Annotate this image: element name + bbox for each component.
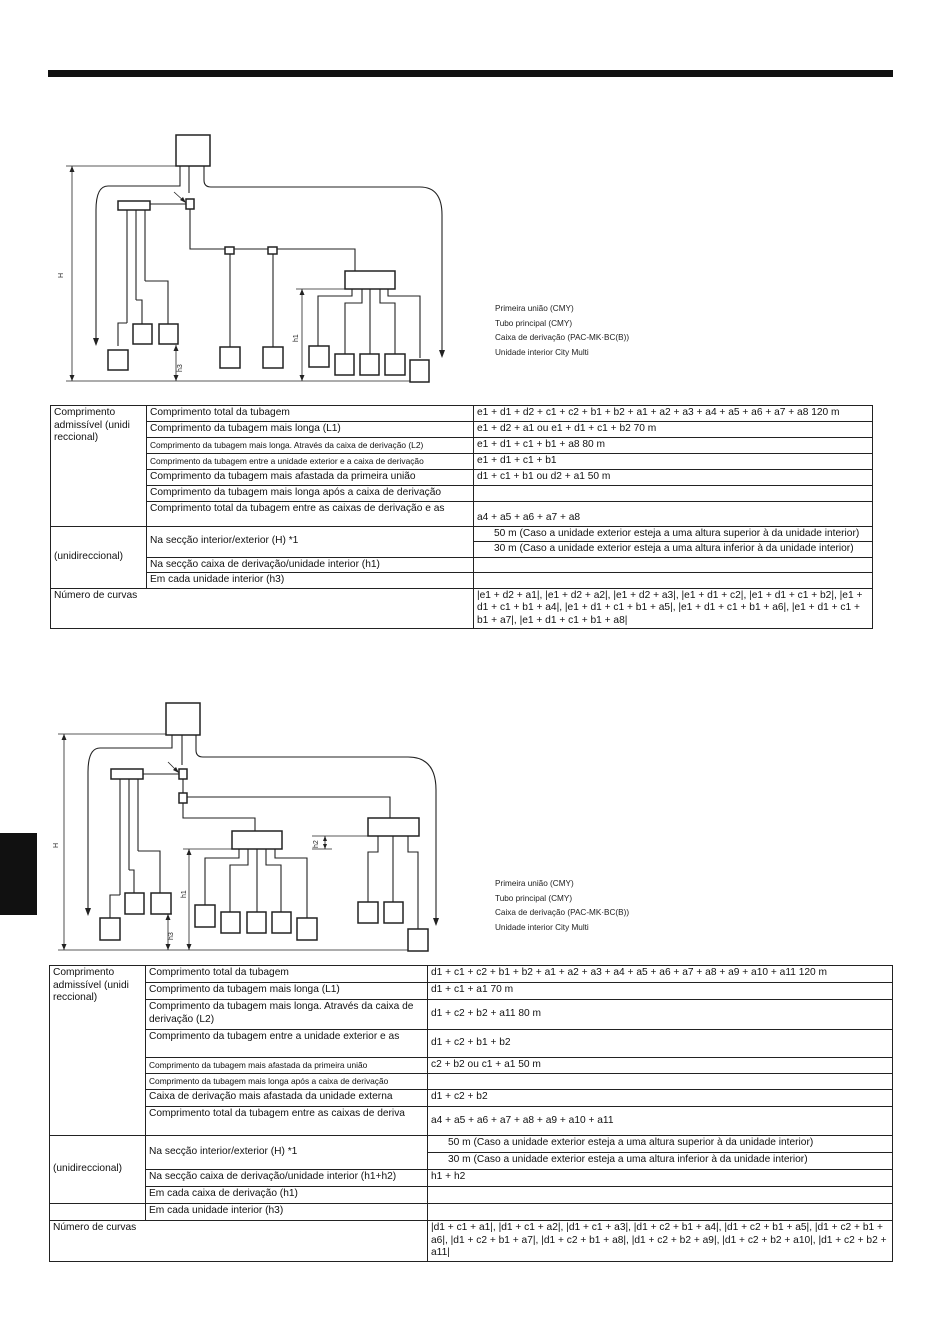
- row-value: d1 + c1 + b1 ou d2 + a1 50 m: [473, 469, 873, 486]
- indoor-unit: [220, 911, 241, 934]
- dim-h1-label: h1: [293, 334, 300, 342]
- row-value: a4 + a5 + a6 + a7 + a8: [473, 500, 873, 527]
- row-value: d1 + c1 + c2 + b1 + b2 + a1 + a2 + a3 + …: [427, 965, 893, 983]
- outdoor-unit: [175, 134, 211, 167]
- row-value: |d1 + c1 + a1|, |d1 + c1 + a2|, |d1 + c1…: [427, 1220, 893, 1262]
- indoor-unit: [150, 892, 172, 915]
- row-value: h1 + h2: [427, 1169, 893, 1187]
- indoor-unit: [357, 901, 379, 924]
- row-label: Na secção interior/exterior (H) *1: [146, 525, 474, 558]
- row-value: d1 + c2 + b2: [427, 1089, 893, 1107]
- group-length-label: Comprimento admissível (unidi reccional): [49, 965, 146, 1136]
- row-label: Comprimento total da tubagem: [145, 965, 428, 983]
- row-label: Na secção interior/exterior (H) *1: [145, 1135, 428, 1170]
- indoor-unit: [262, 346, 284, 369]
- indoor-unit: [219, 346, 241, 369]
- row-label: Comprimento total da tubagem entre as ca…: [146, 500, 474, 527]
- row-label: Comprimento da tubagem mais afastada da …: [145, 1057, 428, 1074]
- row-value: [427, 1203, 893, 1221]
- legend-item: Primeira união (CMY): [495, 304, 574, 313]
- row-label: Comprimento da tubagem entre a unidade e…: [145, 1029, 428, 1058]
- dim-h3-label: h3: [177, 364, 184, 372]
- dim-h1-label: h1: [181, 890, 188, 898]
- row-value: d1 + c2 + b2 + a11 80 m: [427, 999, 893, 1030]
- spec-table-1: Comprimento admissível (unidi reccional)…: [50, 405, 873, 629]
- indoor-unit: [296, 917, 318, 941]
- row-label: Em cada unidade interior (h3): [145, 1203, 428, 1221]
- branch-box: [367, 817, 420, 837]
- legend-item: Tubo principal (CMY): [495, 893, 573, 903]
- row-label: Comprimento da tubagem mais longa (L1): [145, 982, 428, 1000]
- spec-table-2: Comprimento admissível (unidi reccional)…: [49, 965, 893, 1262]
- row-label: Número de curvas: [50, 587, 474, 629]
- indoor-unit: [158, 323, 179, 345]
- legend-item: Caixa de derivação (PAC-MK·BC(B)): [495, 908, 630, 917]
- dim-H-label: H: [53, 843, 60, 848]
- indoor-unit: [359, 353, 380, 376]
- first-joint: [178, 768, 188, 780]
- row-label: Na secção caixa de derivação/unidade int…: [145, 1169, 428, 1187]
- legend-item: Tubo principal (CMY): [495, 318, 573, 328]
- row-label: Comprimento da tubagem mais longa após a…: [145, 1073, 428, 1090]
- dim-h2-label: h2: [313, 840, 320, 848]
- indoor-unit: [271, 911, 292, 934]
- branch-joint: [178, 792, 188, 804]
- indoor-unit: [107, 349, 129, 371]
- row-value: a4 + a5 + a6 + a7 + a8 + a9 + a10 + a11: [427, 1106, 893, 1136]
- indoor-unit: [384, 353, 406, 376]
- branch-box: [231, 830, 283, 850]
- legend-item: Caixa de derivação (PAC-MK·BC(B)): [495, 333, 630, 342]
- indoor-unit: [383, 901, 404, 924]
- outdoor-unit: [165, 702, 201, 736]
- legend-item: Primeira união (CMY): [495, 879, 574, 888]
- row-value: [427, 1186, 893, 1204]
- row-label: Caixa de derivação mais afastada da unid…: [145, 1089, 428, 1107]
- branch-header: [110, 768, 144, 780]
- row-value: d1 + c1 + a1 70 m: [427, 982, 893, 1000]
- row-value: c2 + b2 ou c1 + a1 50 m: [427, 1057, 893, 1074]
- dim-h3-label: h3: [168, 932, 175, 940]
- legend-item: Unidade interior City Multi: [495, 347, 589, 357]
- indoor-unit: [334, 353, 355, 376]
- indoor-unit: [407, 928, 429, 952]
- indoor-unit: [409, 359, 430, 383]
- row-label: Comprimento da tubagem mais longa. Atrav…: [145, 999, 428, 1030]
- section-tab: [0, 833, 37, 915]
- legend-1: Primeira união (CMY) Tubo principal (CMY…: [495, 302, 629, 360]
- row-value: [427, 1073, 893, 1090]
- row-value: 30 m (Caso a unidade exterior esteja a u…: [427, 1152, 893, 1170]
- branch-header: [117, 200, 151, 211]
- piping-diagram-1: H h1 h3: [58, 134, 445, 383]
- indoor-unit: [308, 345, 330, 368]
- group-height-label: (unidireccional): [49, 1135, 146, 1204]
- indoor-unit: [246, 911, 267, 934]
- row-label: Em cada caixa de derivação (h1): [145, 1186, 428, 1204]
- piping-diagram-2: H h2 h1: [53, 702, 439, 952]
- legend-item: Unidade interior City Multi: [495, 922, 589, 932]
- row-label: Comprimento total da tubagem entre as ca…: [145, 1106, 428, 1136]
- row-value: |e1 + d2 + a1|, |e1 + d2 + a2|, |e1 + d2…: [473, 587, 873, 629]
- row-value: d1 + c2 + b1 + b2: [427, 1029, 893, 1058]
- indoor-unit: [99, 917, 121, 941]
- indoor-unit: [194, 904, 216, 928]
- row-value: 50 m (Caso a unidade exterior esteja a u…: [427, 1135, 893, 1153]
- indoor-unit: [132, 323, 153, 345]
- header-rule: [48, 70, 893, 77]
- indoor-unit: [124, 892, 145, 915]
- dim-H-label: H: [58, 273, 65, 278]
- row-label: Número de curvas: [49, 1220, 428, 1262]
- legend-2: Primeira união (CMY) Tubo principal (CMY…: [495, 877, 629, 935]
